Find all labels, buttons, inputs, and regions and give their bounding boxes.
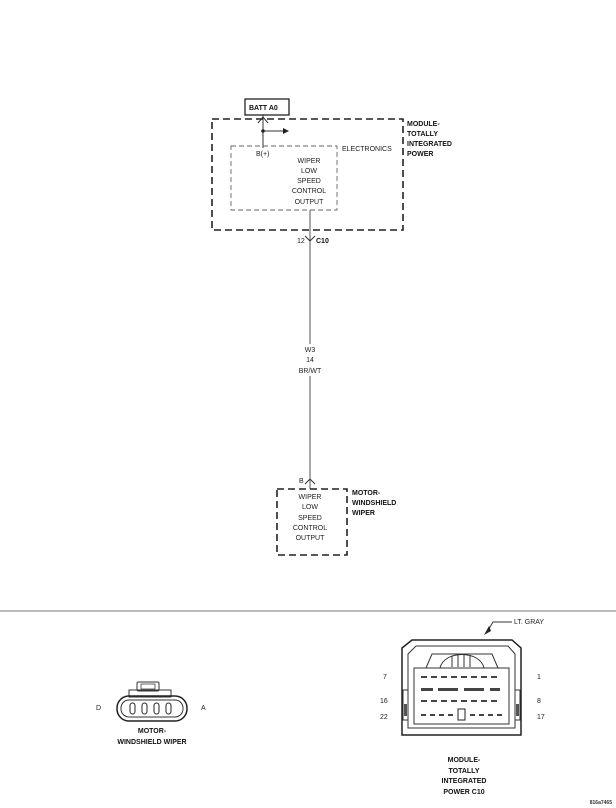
motor-cavity-d [129, 702, 136, 715]
motor-connector-collar [128, 689, 172, 698]
wire-circuit: W3 [305, 347, 316, 354]
motor-name-line-3: WIPER [352, 510, 375, 517]
c10-pin-17: 17 [537, 714, 545, 721]
batt-a0-label: BATT A0 [249, 105, 278, 112]
figure-id: 816a7465 [590, 800, 612, 806]
wire-label-bg [298, 344, 322, 376]
module-output-line-3: SPEED [297, 178, 321, 185]
c10-left-rail [402, 689, 409, 721]
module-output-line-5: OUTPUT [295, 199, 325, 206]
batt-splice-dot [261, 129, 265, 133]
c10-body [401, 639, 522, 736]
c10-pin-7: 7 [383, 674, 387, 681]
c10-row-2 [421, 688, 500, 691]
c10-cavity-field [413, 667, 510, 725]
motor-connector-pin-a: A [201, 705, 206, 712]
c10-caption-2: TOTALLY [449, 768, 480, 775]
c10-connector-label: C10 [316, 238, 329, 245]
motor-cavity-c [141, 702, 148, 715]
motor-connector-caption-1: MOTOR- [138, 728, 167, 735]
motor-connector-body [116, 695, 188, 722]
batt-terminal-chevron [257, 116, 269, 124]
motor-connector-inner [120, 699, 184, 718]
c10-row-1 [421, 676, 497, 678]
bplus-pin-label: B(+) [256, 151, 269, 158]
motor-output-line-5: OUTPUT [296, 535, 326, 542]
module-name: MODULE- TOTALLY INTEGRATED POWER [407, 121, 452, 158]
motor-cavity-b [153, 702, 160, 715]
module-name-line-3: INTEGRATED [407, 141, 452, 148]
c10-inner-body [407, 645, 516, 729]
c10-pin-22: 22 [380, 714, 388, 721]
motor-connector-latch [136, 681, 160, 692]
motor-name: MOTOR- WINDSHIELD WIPER [352, 490, 396, 517]
motor-connector-face [116, 681, 188, 722]
c10-caption-1: MODULE- [448, 757, 481, 764]
module-outline [211, 118, 404, 231]
c10-pin-1: 1 [537, 674, 541, 681]
c10-connector-chevron [304, 235, 316, 242]
module-name-line-1: MODULE- [407, 121, 440, 128]
motor-output-line-3: SPEED [298, 515, 322, 522]
c10-right-rail [514, 689, 521, 721]
c10-caption-3: INTEGRATED [442, 778, 487, 785]
motor-outline [276, 488, 348, 556]
c10-pin-8: 8 [537, 698, 541, 705]
module-name-line-2: TOTALLY [407, 131, 438, 138]
c10-cavity-number: 12 [297, 238, 305, 245]
motor-name-line-2: WINDSHIELD [352, 500, 396, 507]
module-output-line-4: CONTROL [292, 188, 326, 195]
c10-color-arrowhead [484, 626, 491, 635]
c10-key [457, 708, 466, 721]
c10-row-4 [421, 714, 502, 716]
motor-connector-pin-d: D [96, 705, 101, 712]
c10-caption-4: POWER C10 [443, 789, 484, 796]
c10-connector-face [401, 639, 522, 736]
motor-output-line-1: WIPER [299, 494, 322, 501]
c10-pin-16: 16 [380, 698, 388, 705]
motor-name-line-1: MOTOR- [352, 490, 381, 497]
batt-a0-box: BATT A0 [244, 98, 290, 116]
module-output-line-1: WIPER [298, 158, 321, 165]
c10-latch [425, 653, 499, 669]
module-output-line-2: LOW [301, 168, 317, 175]
motor-connector-caption-2: WINDSHIELD WIPER [117, 739, 186, 746]
motor-output-line-4: CONTROL [293, 525, 327, 532]
c10-latch-arc [439, 654, 485, 669]
module-name-line-4: POWER [407, 151, 433, 158]
motor-output-line-2: LOW [302, 504, 318, 511]
motor-cavity-a [165, 702, 172, 715]
c10-color-label: LT. GRAY [514, 619, 544, 626]
electronics-label: ELECTRONICS [342, 146, 392, 153]
motor-output-label: WIPER LOW SPEED CONTROL OUTPUT [293, 494, 327, 542]
batt-branch-arrow [283, 128, 289, 134]
electronics-outline [230, 145, 338, 211]
motor-pin-label: B [299, 478, 304, 485]
wire-color: BR/WT [299, 368, 322, 375]
c10-row-3 [421, 700, 497, 702]
module-output-label: WIPER LOW SPEED CONTROL OUTPUT [292, 158, 326, 206]
wire-gauge: 14 [306, 357, 314, 364]
